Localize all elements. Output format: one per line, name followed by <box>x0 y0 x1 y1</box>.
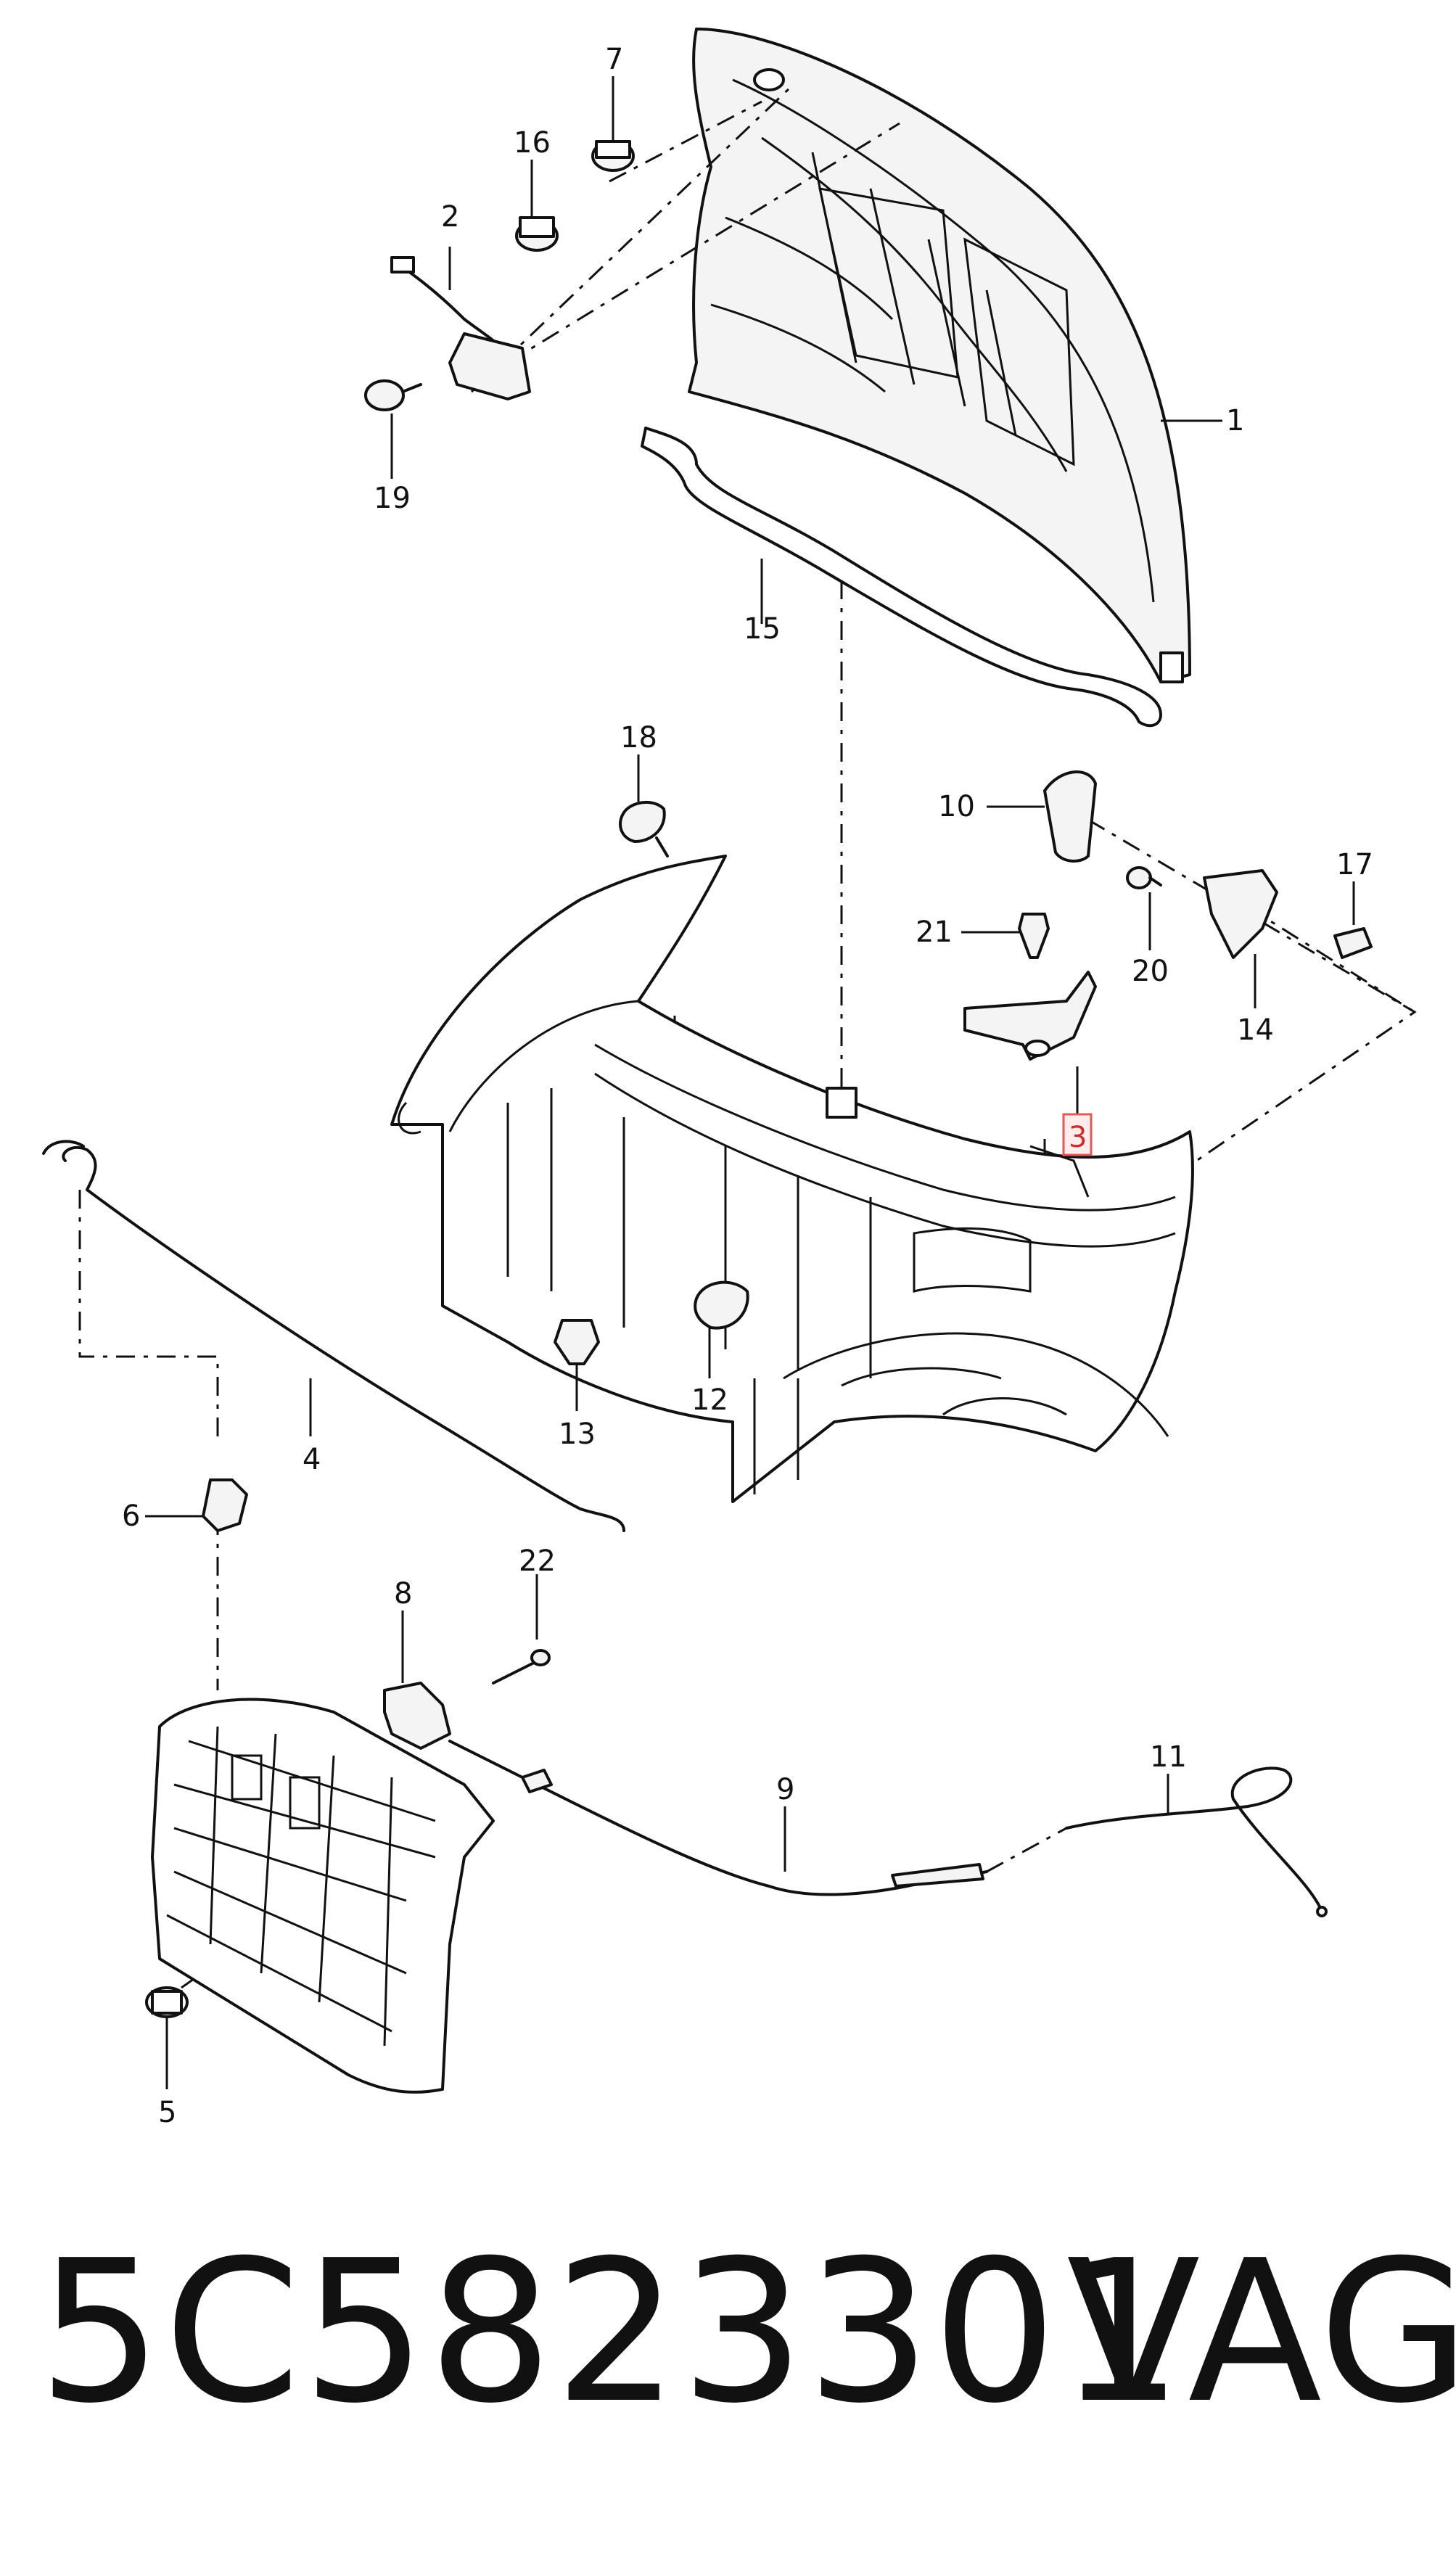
leader-lines <box>145 76 1355 2089</box>
cap-17 <box>1333 927 1373 959</box>
callout-16: 16 <box>514 126 551 160</box>
release-cable-9 <box>448 1740 988 1896</box>
callout-22: 22 <box>519 1544 556 1578</box>
callout-20: 20 <box>1132 955 1169 988</box>
grommet-12 <box>694 1280 749 1330</box>
callout-14: 14 <box>1237 1013 1274 1047</box>
callout-17: 17 <box>1336 848 1373 881</box>
callout-13: 13 <box>559 1418 596 1451</box>
callout-3: 3 <box>1069 1121 1087 1154</box>
clip-5 <box>145 1986 189 2018</box>
callout-labels: 1 2 3 4 5 6 7 8 9 10 11 12 13 14 15 16 1… <box>122 43 1373 2129</box>
bolt-20 <box>1126 866 1162 889</box>
release-cable-11 <box>986 1766 1328 1917</box>
bracket-8 <box>383 1682 451 1750</box>
lock-14 <box>1203 869 1278 959</box>
hood-panel <box>688 28 1191 683</box>
callout-5: 5 <box>158 2096 176 2129</box>
lock-carrier <box>151 1698 495 2094</box>
buffer-16 <box>515 216 559 252</box>
callout-21: 21 <box>916 916 953 949</box>
part-number-label: 5C5823301 <box>38 2218 1185 2446</box>
front-body-structure <box>390 855 1194 1503</box>
callout-3-highlight <box>1062 1113 1093 1156</box>
callout-9: 9 <box>776 1773 794 1806</box>
callout-12: 12 <box>691 1383 728 1417</box>
callout-10: 10 <box>938 790 975 823</box>
callout-8: 8 <box>394 1577 412 1611</box>
buffer-7 <box>591 140 635 172</box>
callout-2: 2 <box>441 200 459 234</box>
clip-13 <box>554 1319 600 1365</box>
callout-18: 18 <box>620 721 657 754</box>
callout-1: 1 <box>1226 404 1244 437</box>
callout-15: 15 <box>744 612 781 646</box>
grommet-18 <box>619 800 669 857</box>
bolt-21 <box>1018 913 1050 959</box>
callout-11: 11 <box>1150 1740 1187 1774</box>
brand-label: VAG <box>1066 2218 1456 2446</box>
bolt-19 <box>364 379 422 411</box>
support-bracket-3 <box>963 971 1097 1061</box>
callout-4: 4 <box>303 1443 321 1476</box>
bolt-22 <box>492 1649 551 1684</box>
callout-6: 6 <box>122 1500 140 1533</box>
prop-rod-4 <box>42 1140 625 1532</box>
holder-6 <box>202 1478 248 1532</box>
hood-seal-15 <box>641 427 1162 728</box>
callout-7: 7 <box>605 43 623 76</box>
hood-hinge-2 <box>390 256 531 400</box>
latch-lever-10 <box>1043 770 1097 863</box>
callout-19: 19 <box>374 482 411 515</box>
